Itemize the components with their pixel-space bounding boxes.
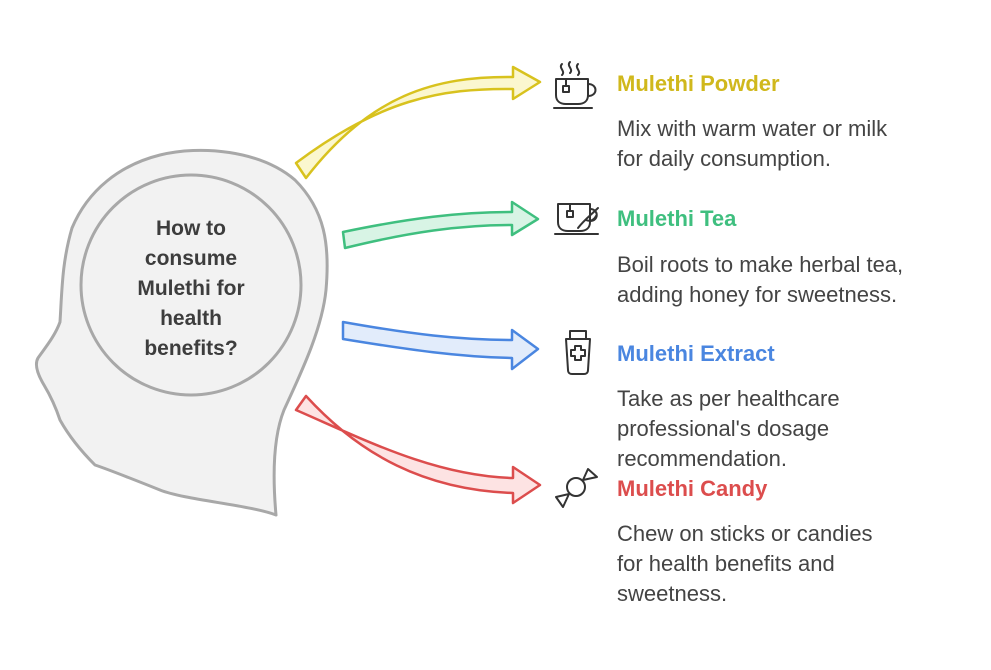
arrow-extract — [341, 320, 540, 371]
tea-cup-icon — [553, 61, 597, 109]
desc-line: adding honey for sweetness. — [617, 282, 898, 307]
center-line: Mulethi for — [137, 277, 245, 300]
desc-line: Boil roots to make herbal tea, — [617, 252, 904, 277]
arrow-tea — [341, 200, 540, 250]
powder-description: Mix with warm water or milk for daily co… — [617, 114, 887, 174]
candy-description: Chew on sticks or candies for health ben… — [617, 519, 873, 609]
candy-title: Mulethi Candy — [617, 476, 768, 501]
desc-line: for health benefits and — [617, 551, 835, 576]
arrow-candy — [294, 394, 542, 505]
extract-description: Take as per healthcare professional's do… — [617, 384, 840, 474]
desc-line: Mix with warm water or milk — [617, 116, 888, 141]
center-line: How to — [156, 217, 226, 240]
desc-line: professional's dosage — [617, 416, 830, 441]
desc-line: recommendation. — [617, 446, 787, 471]
herbal-tea-icon — [554, 203, 599, 235]
candy-icon — [555, 468, 598, 508]
desc-line: Take as per healthcare — [617, 386, 840, 411]
thought-circle — [79, 173, 303, 397]
desc-line: Chew on sticks or candies — [617, 521, 873, 546]
extract-tube-icon — [565, 330, 591, 375]
tea-title: Mulethi Tea — [617, 206, 737, 231]
arrow-powder — [294, 65, 542, 180]
center-line: benefits? — [144, 337, 238, 360]
powder-title: Mulethi Powder — [617, 71, 780, 96]
center-line: health — [160, 307, 222, 330]
center-line: consume — [144, 247, 238, 270]
extract-title: Mulethi Extract — [617, 341, 775, 366]
center-question: How to consume Mulethi for health benefi… — [96, 214, 286, 364]
desc-line: for daily consumption. — [617, 146, 831, 171]
tea-description: Boil roots to make herbal tea, adding ho… — [617, 250, 903, 310]
desc-line: sweetness. — [617, 581, 728, 606]
